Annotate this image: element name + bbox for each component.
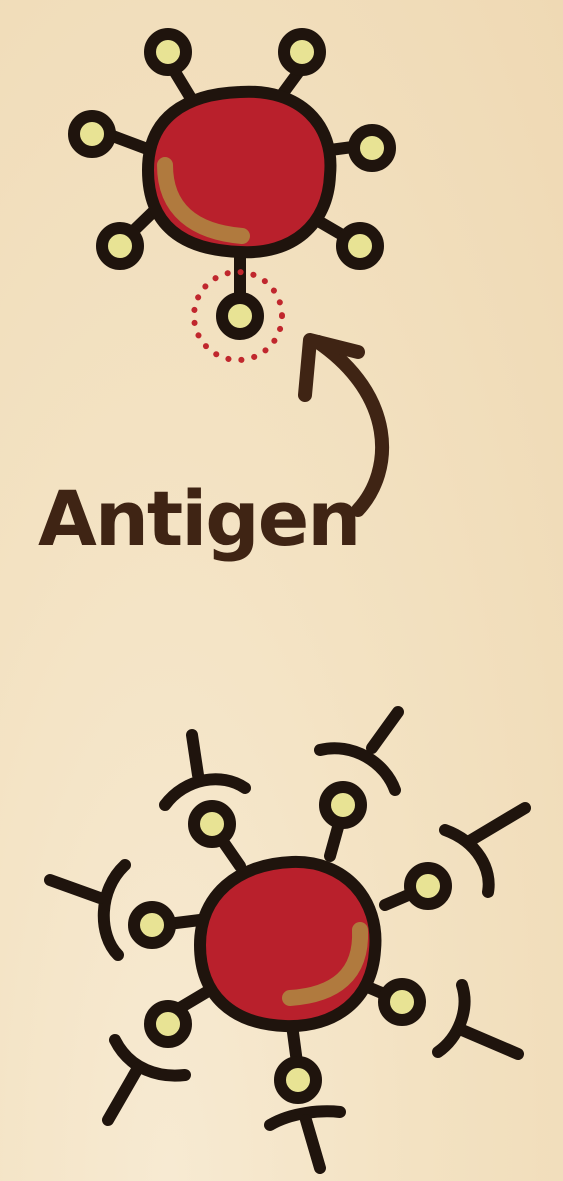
virus-cell-icon (74, 34, 390, 334)
antigen-label: Antigen (38, 474, 359, 563)
antibody-bound-cell-icon (50, 712, 525, 1168)
